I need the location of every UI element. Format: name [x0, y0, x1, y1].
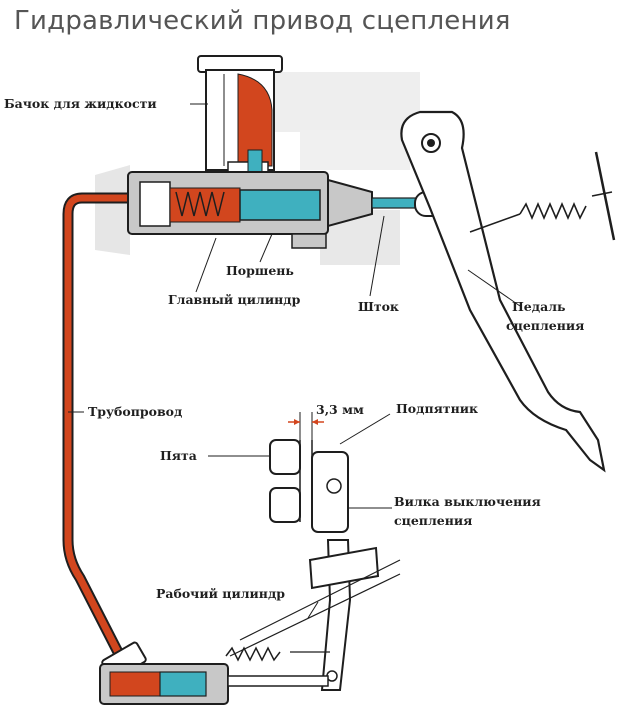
master-cylinder [127, 171, 421, 249]
label-pedal-line2: сцепления [506, 318, 585, 333]
slave-cylinder [99, 641, 330, 705]
label-pipeline: Трубопровод [88, 404, 183, 419]
label-pedal-line1: Педаль [512, 299, 566, 314]
label-gap: 3,3 мм [316, 402, 364, 417]
pipeline-fluid [64, 194, 136, 664]
fluid-reservoir [197, 55, 283, 181]
gap-dimension [288, 412, 324, 440]
leader-lines [68, 103, 521, 619]
diagram-title: Гидравлический привод сцепления [14, 6, 511, 36]
label-thrust-bearing: Подпятник [396, 401, 479, 416]
label-fork-line1: Вилка выключения [394, 494, 541, 509]
label-piston: Поршень [226, 263, 294, 278]
label-heel: Пята [160, 448, 197, 463]
pedal-return-spring [469, 151, 616, 241]
background-engine-shapes [95, 72, 420, 265]
label-slave-cylinder: Рабочий цилиндр [156, 586, 286, 601]
label-master-cylinder: Главный цилиндр [168, 292, 301, 307]
label-reservoir: Бачок для жидкости [4, 96, 157, 111]
clutch-pedal [400, 110, 606, 473]
label-fork-line2: сцепления [394, 513, 473, 528]
label-rod: Шток [358, 299, 399, 314]
pipeline-tube [62, 192, 138, 666]
release-fork [229, 539, 401, 691]
release-bearing [269, 439, 349, 533]
